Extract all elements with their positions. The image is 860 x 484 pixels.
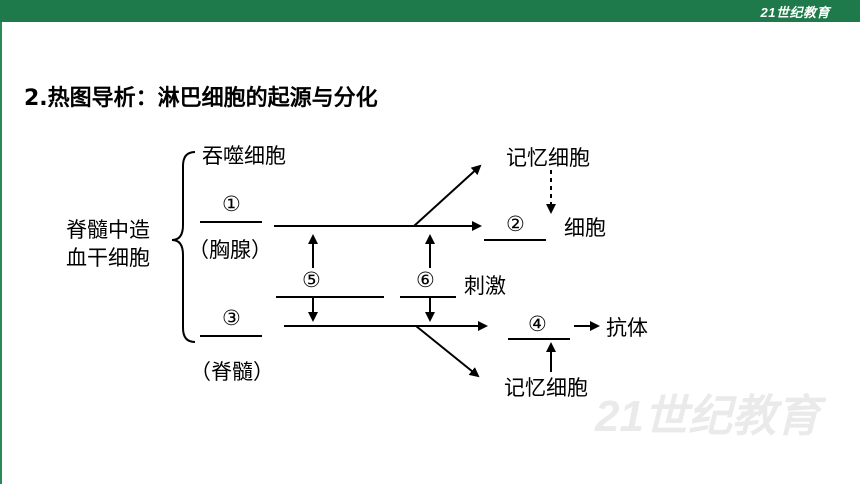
b-memory-arrow bbox=[415, 325, 480, 378]
stimulus-label: 刺激 bbox=[464, 274, 506, 298]
macrophage-label: 吞噬细胞 bbox=[202, 144, 286, 168]
blank6-label: ⑥ bbox=[416, 268, 435, 292]
brace bbox=[171, 151, 196, 343]
logo: 21世纪教育 bbox=[760, 5, 830, 20]
header-bar: 21世纪教育 bbox=[0, 0, 860, 22]
marrow-label: （脊髓） bbox=[190, 360, 274, 384]
memory-cell-bottom-label: 记忆细胞 bbox=[504, 376, 588, 400]
origin-label: 脊髓中造 血干细胞 bbox=[66, 218, 150, 270]
page-title: 2.热图导析：淋巴细胞的起源与分化 bbox=[24, 86, 378, 111]
blank4-label: ④ bbox=[528, 312, 547, 336]
blank5-label: ⑤ bbox=[302, 268, 321, 292]
watermark: 21世纪教育 bbox=[595, 392, 820, 441]
t-memory-arrow bbox=[413, 164, 482, 227]
blank1-label: ① bbox=[222, 192, 241, 216]
memory-cell-top-label: 记忆细胞 bbox=[506, 146, 590, 170]
antibody-label: 抗体 bbox=[606, 316, 648, 340]
thymus-label: （胸腺） bbox=[188, 238, 272, 262]
blank3-label: ③ bbox=[222, 306, 241, 330]
left-border bbox=[0, 22, 2, 484]
blank2-label: ② bbox=[506, 212, 525, 236]
cell-label: 细胞 bbox=[564, 216, 606, 240]
